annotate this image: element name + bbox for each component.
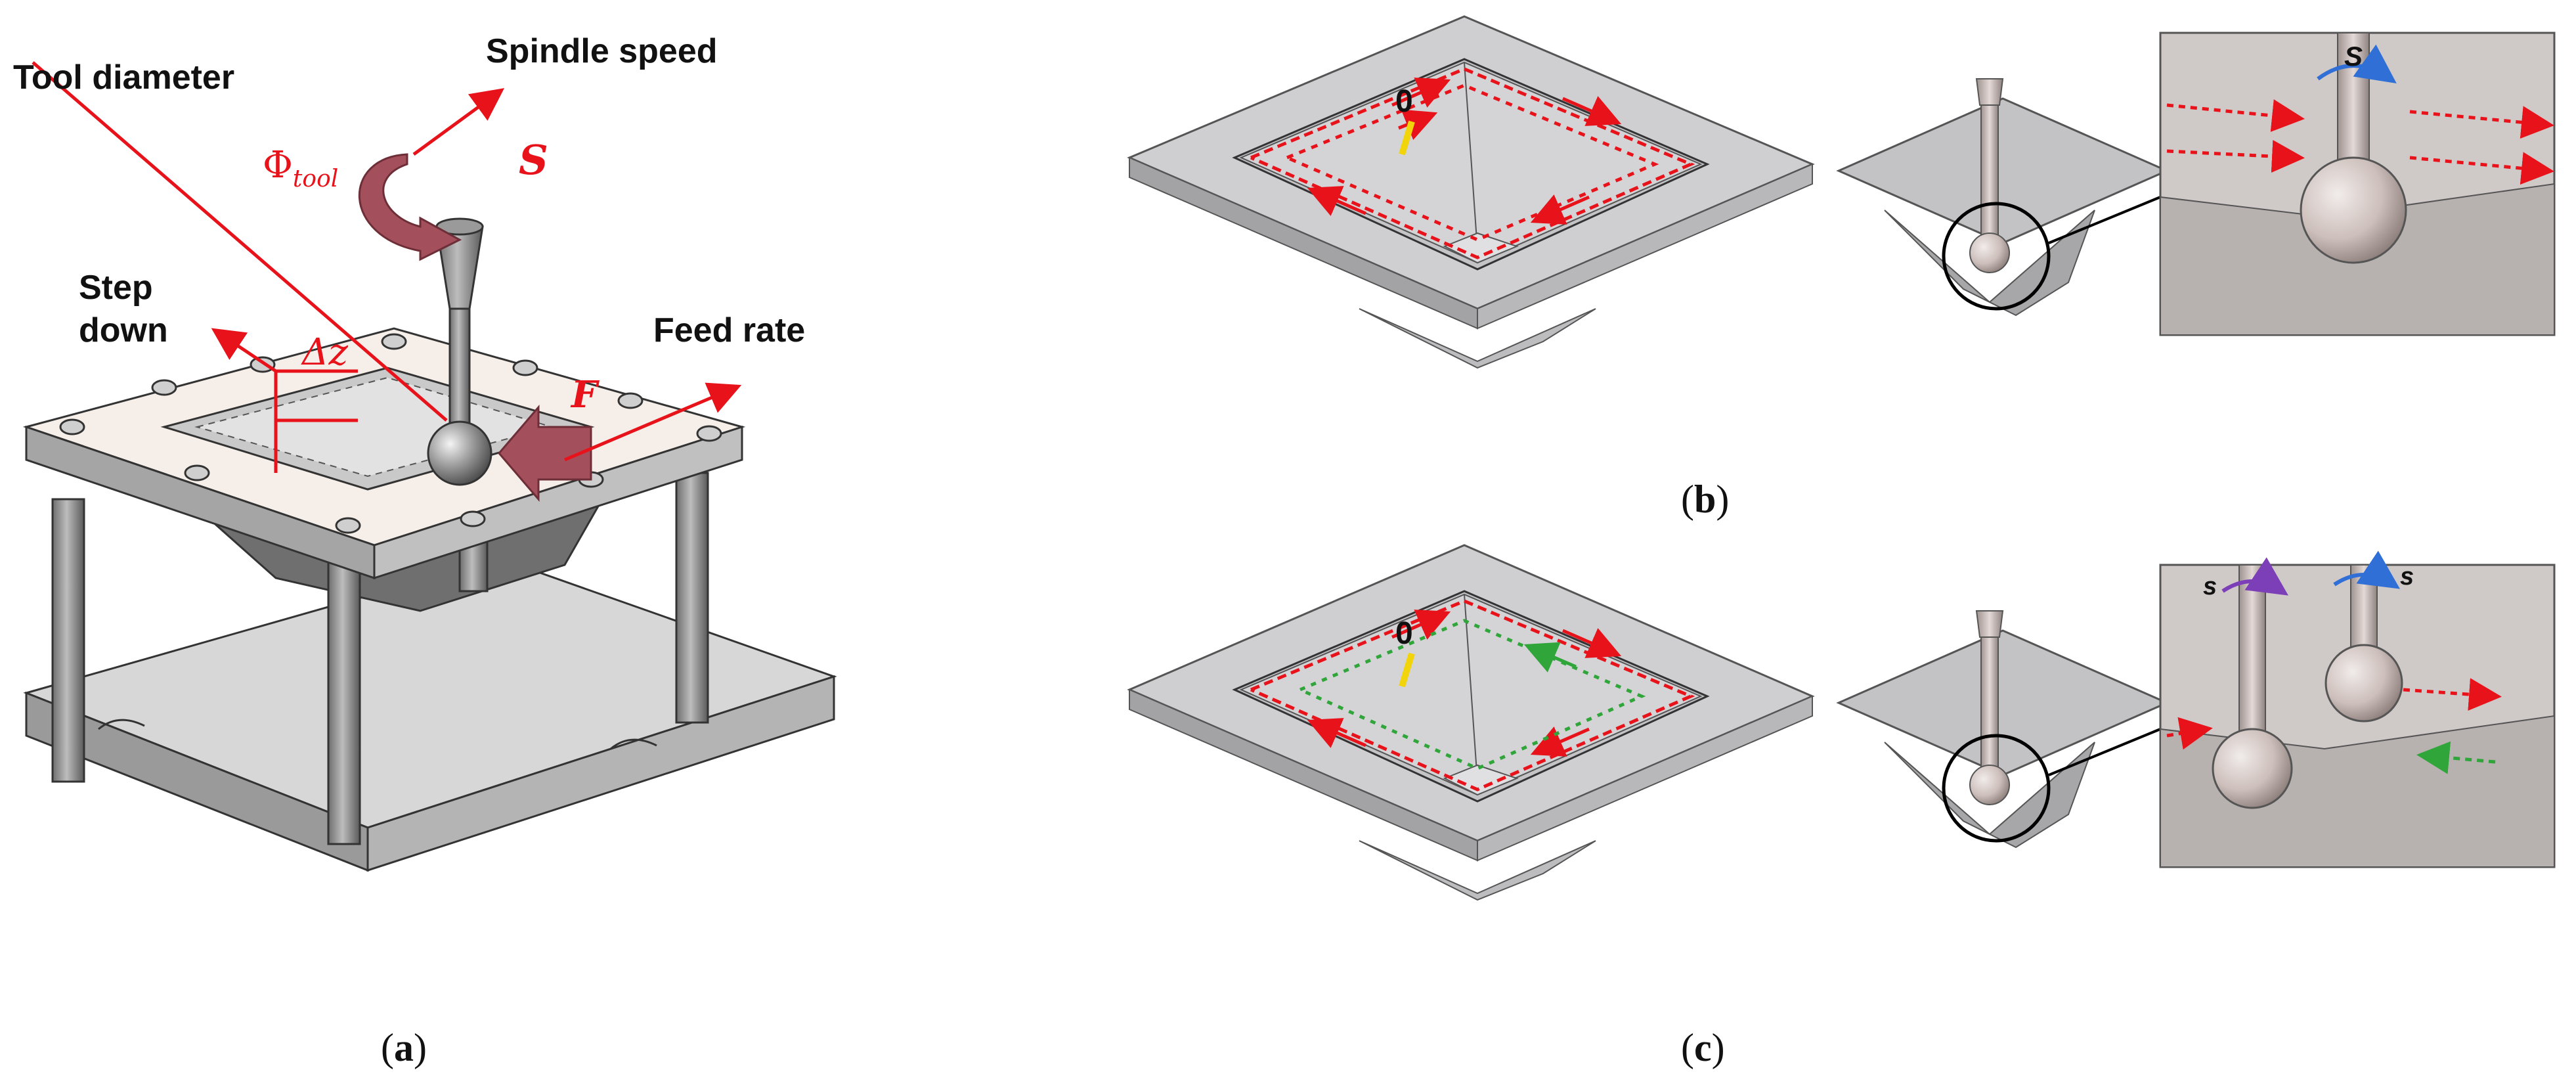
step-down-label-line2: down [79,311,168,349]
sheet-b [1127,15,1815,369]
tool-diameter-symbol: Φtool [263,144,338,192]
panel-c: 0 s s (c) [1127,544,2556,1069]
clamp-plate [22,327,746,580]
spindle-speed-symbol: S [519,136,548,184]
feed-direction-arrow [498,404,592,502]
step-down-label-line1: Step [79,269,153,307]
inset-spindle-c-right: s [2400,563,2414,590]
toolpath-c-red [1250,599,1695,791]
spindle-speed-leader [412,88,505,156]
zoom-inset-c: s s [2159,550,2556,868]
tool-diameter-label: Tool diameter [13,58,234,97]
start-marker-c: 0 [1395,616,1413,651]
start-marker-c-line [1399,652,1415,688]
caption-a: (a) [381,1026,427,1069]
zoom-inset-b: S [2159,32,2556,336]
start-marker-b: 0 [1395,84,1413,119]
spindle-speed-label: Spindle speed [486,32,718,70]
step-down-symbol: Δz [301,331,348,374]
toolpath-b [1250,67,1695,259]
caption-b: (b) [1681,478,1729,521]
section-view-b [1836,78,2170,317]
base-plate [23,557,837,872]
panel-a: Tool diameter Spindle speed Step down Fe… [13,32,837,1069]
spindle-rotation-arrow [358,153,462,261]
phi-symbol: Φ [263,144,293,187]
step-down-leader [211,328,277,373]
panel-b: 0 S (b) [1127,15,2556,521]
sheet-c [1127,544,1815,901]
inset-spindle-b: S [2344,41,2363,72]
start-marker-b-line [1399,120,1415,156]
phi-subscript: tool [293,166,338,192]
detail-circle-c [1942,734,2051,843]
feed-rate-symbol: F [570,373,600,416]
tool-diameter-leader [32,61,448,422]
caption-c: (c) [1681,1026,1725,1069]
detail-circle-b [1942,202,2051,311]
feed-rate-leader [564,382,742,462]
annotation-lines [32,61,742,473]
section-view-c [1836,610,2170,849]
feed-rate-label: Feed rate [653,311,805,349]
forming-tool [427,217,492,486]
inset-spindle-c-left: s [2203,573,2217,600]
toolpath-c-green [1299,619,1646,770]
